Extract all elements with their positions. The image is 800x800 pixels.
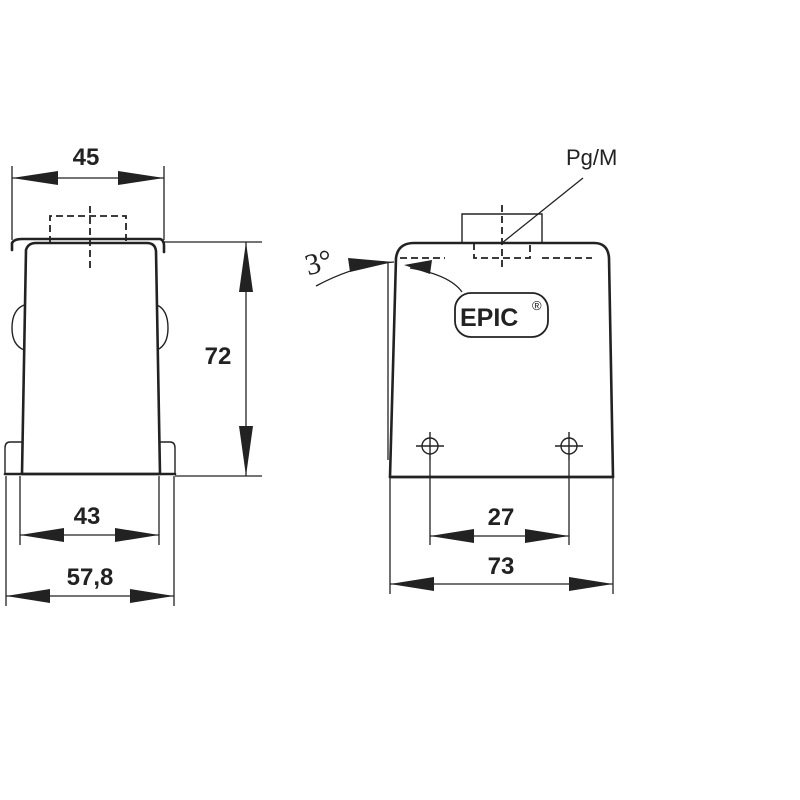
epic-logo-frame <box>454 292 549 338</box>
pg-m-label: Pg/M <box>566 145 617 170</box>
dim-45-arrow-left <box>12 171 58 185</box>
dim-73-arrow-left <box>390 577 434 591</box>
dim-27-label: 27 <box>488 504 515 531</box>
dim-43-label: 43 <box>74 503 101 530</box>
epic-logo-registered: ® <box>532 298 542 313</box>
dim-45-label: 45 <box>73 144 100 171</box>
dim-73-arrow-right <box>569 577 613 591</box>
pg-m-leader-line <box>501 177 584 244</box>
epic-logo: EPIC ® <box>454 292 549 338</box>
dim-27-arrow-right <box>525 529 569 543</box>
mounting-hole-right <box>555 432 583 460</box>
dim-43-arrow-left <box>20 528 64 542</box>
dim-73-label: 73 <box>488 553 515 580</box>
side-view-bottom-left-foot <box>4 441 22 474</box>
side-view-top-flange <box>10 237 166 254</box>
side-view-cable-entry-hidden <box>49 215 127 243</box>
epic-leader-line <box>409 267 463 293</box>
side-view-bottom-right-foot <box>160 441 176 474</box>
front-view-body-outline <box>388 241 615 479</box>
dim-578-arrow-right <box>130 589 174 603</box>
front-view-hidden-entry <box>400 243 592 259</box>
side-view: 45 72 43 57,8 <box>3 144 262 606</box>
dim-72-label: 72 <box>205 343 232 370</box>
dim-72-arrow-bottom <box>239 426 253 476</box>
dim-45-arrow-right <box>118 171 164 185</box>
side-view-left-lever <box>11 304 25 351</box>
draft-angle-label: 3° <box>301 243 336 282</box>
dim-578-label: 57,8 <box>67 564 114 591</box>
front-view-cable-entry-boss <box>461 213 543 243</box>
side-view-right-lever <box>156 304 169 351</box>
mounting-hole-left <box>416 432 444 460</box>
front-view: Pg/M 3° EPIC ® 27 <box>301 145 617 594</box>
side-view-body-outline <box>20 241 162 476</box>
dim-43-arrow-right <box>115 528 159 542</box>
dim-578-arrow-left <box>6 589 50 603</box>
dim-72-arrow-top <box>239 242 253 292</box>
epic-leader-arrow <box>404 260 432 274</box>
epic-logo-text: EPIC <box>460 304 518 332</box>
draft-angle-arrow <box>348 258 393 272</box>
dim-27-arrow-left <box>430 529 474 543</box>
